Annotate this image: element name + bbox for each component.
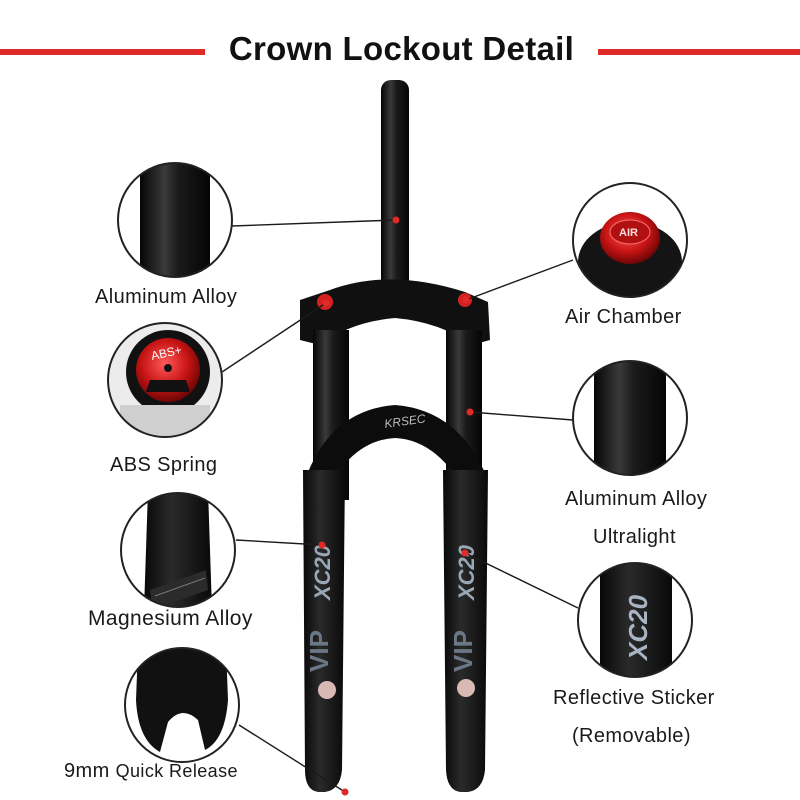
- fork-crown: [300, 279, 490, 345]
- sticker-icon: XC20: [577, 562, 693, 678]
- right-emblem: [457, 679, 475, 697]
- label-quick-release: 9mm Quick Release: [64, 760, 238, 783]
- air-cap-icon: AIR: [572, 182, 688, 298]
- dropout-icon: [124, 647, 240, 763]
- leader-dots: [318, 216, 474, 796]
- label-aluminum-alloy-right: Aluminum Alloy: [565, 488, 708, 510]
- left-line-decal: VIP: [304, 630, 334, 672]
- label-abs-spring: ABS Spring: [110, 454, 218, 476]
- label-ultralight: Ultralight: [593, 526, 676, 548]
- label-removable: (Removable): [572, 725, 691, 747]
- left-model-decal: XC20: [310, 544, 335, 602]
- label-aluminum-alloy-left: Aluminum Alloy: [95, 286, 238, 308]
- title-rule-left: [0, 49, 205, 55]
- steerer-tube: [381, 80, 409, 290]
- arch-brand-decal: KRSEC: [383, 411, 426, 431]
- label-quick-release-text: Quick Release: [115, 761, 238, 781]
- left-lower-leg: [303, 470, 345, 792]
- label-magnesium-alloy: Magnesium Alloy: [88, 607, 253, 630]
- page-title: Crown Lockout Detail: [228, 30, 575, 67]
- abs-knob-label: ABS+: [150, 343, 183, 363]
- right-lower-leg: [443, 470, 488, 792]
- fork-arch: [305, 405, 488, 500]
- fork: KRSEC XC20 XC20 VIP VIP: [300, 80, 490, 792]
- upper-tube-icon: [572, 360, 688, 476]
- right-line-decal: VIP: [448, 630, 478, 672]
- sticker-model-text: XC20: [623, 594, 653, 662]
- lower-leg-icon: [120, 492, 236, 608]
- stanchion-tube-icon: [117, 162, 233, 278]
- label-air-chamber: Air Chamber: [565, 306, 682, 328]
- air-cap-label: AIR: [619, 227, 638, 239]
- leader-lines: [221, 219, 579, 793]
- label-reflective-sticker: Reflective Sticker: [553, 687, 715, 709]
- title-banner: Crown Lockout Detail: [0, 22, 800, 82]
- label-quick-release-size: 9mm: [64, 760, 110, 782]
- left-emblem: [318, 681, 336, 699]
- abs-knob-icon: ABS+: [107, 322, 223, 438]
- title-rule-right: [598, 49, 800, 55]
